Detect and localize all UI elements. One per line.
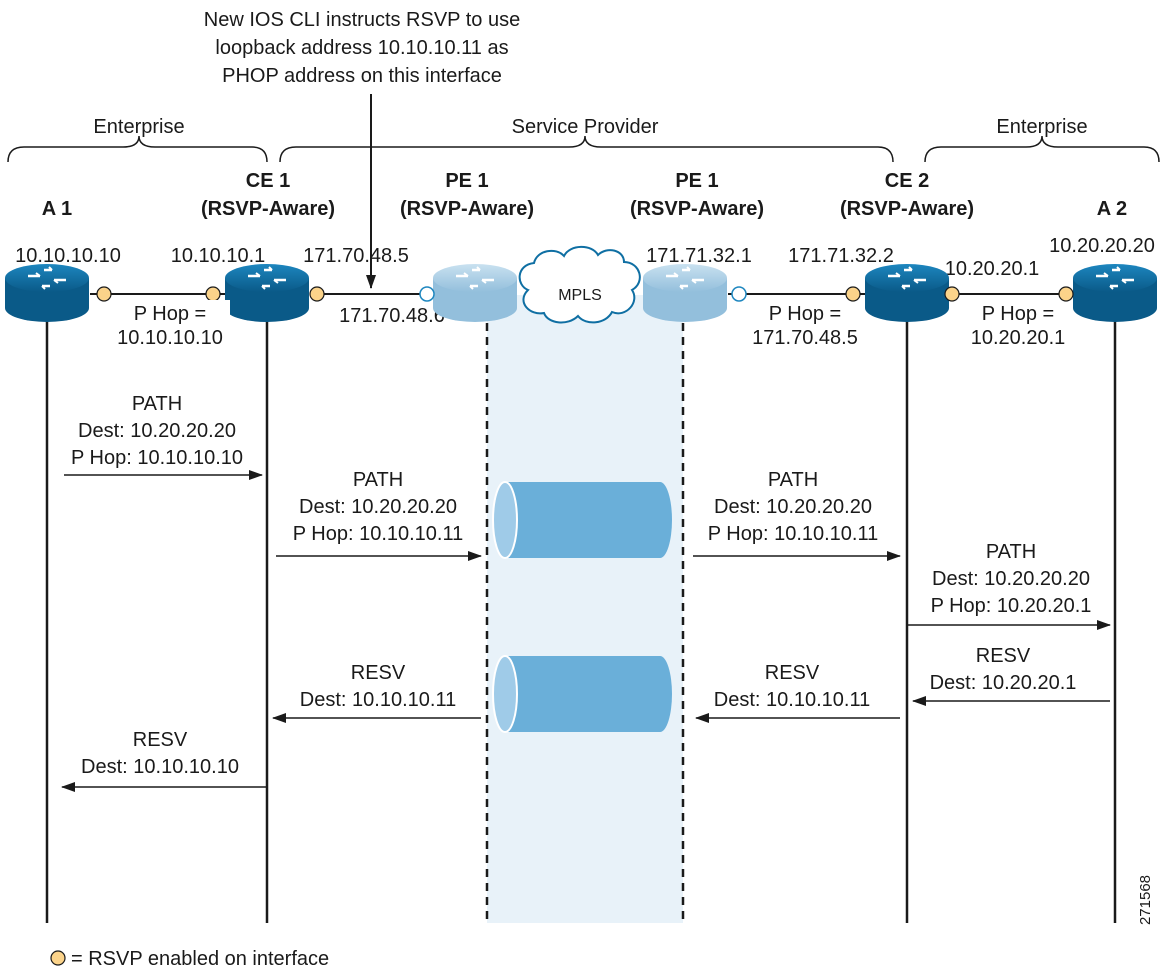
domain-service-provider: Service Provider (512, 116, 659, 138)
rsvp-dot-ce2-left (845, 286, 861, 302)
node-a2-name: A 2 (1097, 198, 1127, 220)
phop-left-l2: 10.10.10.10 (117, 327, 223, 349)
node-pe1a-sub: (RSVP-Aware) (400, 198, 534, 220)
resv1-dest: Dest: 10.20.20.1 (930, 672, 1077, 694)
phop-left-bg (120, 300, 230, 350)
mpls-cloud: MPLS (518, 245, 641, 324)
mpls-label: MPLS (558, 287, 602, 304)
sp-shaded-region (487, 295, 683, 923)
node-pe1b-sub: (RSVP-Aware) (630, 198, 764, 220)
iface-dot-pe1a (419, 286, 435, 302)
addr-ce2-right: 10.20.20.1 (945, 258, 1040, 280)
phop-mid-l2: 171.70.48.5 (752, 327, 858, 349)
resv3-title: RESV (351, 662, 406, 684)
domain-enterprise-right: Enterprise (996, 116, 1087, 138)
phop-right-l2: 10.20.20.1 (971, 327, 1066, 349)
router-ce1-icon[interactable] (225, 264, 309, 322)
addr-ce1-right: 171.70.48.5 (303, 245, 409, 267)
brace-service-provider (279, 135, 894, 163)
path1-phop: P Hop: 10.10.10.10 (71, 447, 243, 469)
node-ce1-sub: (RSVP-Aware) (201, 198, 335, 220)
resv4-title: RESV (133, 729, 188, 751)
path1-dest: Dest: 10.20.20.20 (78, 420, 236, 442)
rsvp-dot-a2 (1058, 286, 1074, 302)
legend-rsvp-dot (50, 950, 66, 966)
node-ce2-sub: (RSVP-Aware) (840, 198, 974, 220)
addr-a1: 10.10.10.10 (15, 245, 121, 267)
rsvp-dot-ce1-left (205, 286, 221, 302)
brace-enterprise-right (924, 135, 1160, 163)
resv2-title: RESV (765, 662, 820, 684)
callout-line-3: PHOP address on this interface (222, 65, 502, 87)
phop-mid-l1: P Hop = (769, 303, 841, 325)
rsvp-dot-a1 (96, 286, 112, 302)
path3-title: PATH (768, 469, 818, 491)
iface-dot-pe1b (731, 286, 747, 302)
callout-line-2: loopback address 10.10.10.11 as (215, 37, 508, 59)
path1-title: PATH (132, 393, 182, 415)
resv4-dest: Dest: 10.10.10.10 (81, 756, 239, 778)
resv3-dest: Dest: 10.10.10.11 (300, 689, 456, 711)
addr-a2: 10.20.20.20 (1049, 235, 1155, 257)
path2-phop: P Hop: 10.10.10.11 (293, 523, 464, 545)
rsvp-dot-ce1-right (309, 286, 325, 302)
node-a1-name: A 1 (42, 198, 72, 220)
legend-text: = RSVP enabled on interface (71, 948, 329, 970)
tunnel-path-icon (492, 481, 672, 559)
node-pe1b-name: PE 1 (675, 170, 718, 192)
addr-pe1a-left: 171.70.48.6 (339, 305, 445, 327)
path3-dest: Dest: 10.20.20.20 (714, 496, 872, 518)
node-ce2-name: CE 2 (885, 170, 929, 192)
router-a1-icon[interactable] (5, 264, 89, 322)
path3-phop: P Hop: 10.10.10.11 (708, 523, 879, 545)
node-pe1a-name: PE 1 (445, 170, 488, 192)
figure-id: 271568 (1137, 875, 1154, 925)
brace-enterprise-left (7, 135, 268, 163)
rsvp-dot-ce2-right (944, 286, 960, 302)
path2-dest: Dest: 10.20.20.20 (299, 496, 457, 518)
addr-pe1b-right: 171.71.32.1 (646, 245, 752, 267)
resv1-title: RESV (976, 645, 1031, 667)
node-ce1-name: CE 1 (246, 170, 290, 192)
path2-title: PATH (353, 469, 403, 491)
domain-enterprise-left: Enterprise (93, 116, 184, 138)
phop-right-l1: P Hop = (982, 303, 1054, 325)
path4-phop: P Hop: 10.20.20.1 (931, 595, 1092, 617)
callout-line-1: New IOS CLI instructs RSVP to use (204, 9, 520, 31)
router-pe1a-icon[interactable] (433, 264, 517, 322)
phop-left-l1: P Hop = (134, 303, 206, 325)
addr-ce1-left: 10.10.10.1 (171, 245, 266, 267)
addr-ce2-left: 171.71.32.2 (788, 245, 894, 267)
path4-title: PATH (986, 541, 1036, 563)
router-ce2-icon[interactable] (865, 264, 949, 322)
resv2-dest: Dest: 10.10.10.11 (714, 689, 870, 711)
tunnel-resv-icon (492, 655, 672, 733)
router-a2-icon[interactable] (1073, 264, 1157, 322)
router-pe1b-icon[interactable] (643, 264, 727, 322)
path4-dest: Dest: 10.20.20.20 (932, 568, 1090, 590)
